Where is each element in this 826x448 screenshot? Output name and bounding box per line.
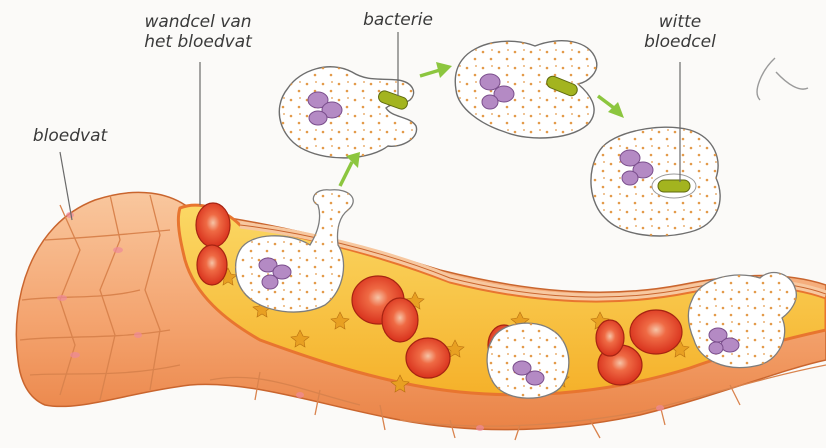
label-vessel-wall: wandcel van het bloedvat xyxy=(128,12,268,52)
white-cell-emigrating xyxy=(236,190,354,312)
white-cell-stage-1 xyxy=(279,67,416,158)
red-blood-cell xyxy=(596,320,624,356)
label-vessel-wall-line2: het bloedvat xyxy=(128,32,268,52)
red-blood-cell xyxy=(196,203,230,247)
blood-vessel xyxy=(16,190,826,440)
label-white-cell-line2: bloedcel xyxy=(632,32,728,52)
arrow-right xyxy=(420,62,452,78)
red-blood-cell xyxy=(197,245,227,285)
label-vessel-wall-line1: wandcel van xyxy=(128,12,268,32)
white-cell-stage-3 xyxy=(591,127,720,236)
red-blood-cell xyxy=(630,310,682,354)
red-blood-cell xyxy=(406,338,450,378)
white-cell-stage-2 xyxy=(455,41,597,138)
label-bacterium: bacterie xyxy=(352,10,444,30)
bacterium-shape xyxy=(658,180,690,192)
red-blood-cell xyxy=(382,298,418,342)
label-white-cell-line1: witte xyxy=(632,12,728,32)
pencil-mark xyxy=(757,58,808,100)
arrow-down-right xyxy=(598,96,624,118)
label-white-cell: witte bloedcel xyxy=(632,12,728,52)
white-cell-in-vessel xyxy=(487,323,569,398)
label-blood-vessel: bloedvat xyxy=(30,126,110,146)
